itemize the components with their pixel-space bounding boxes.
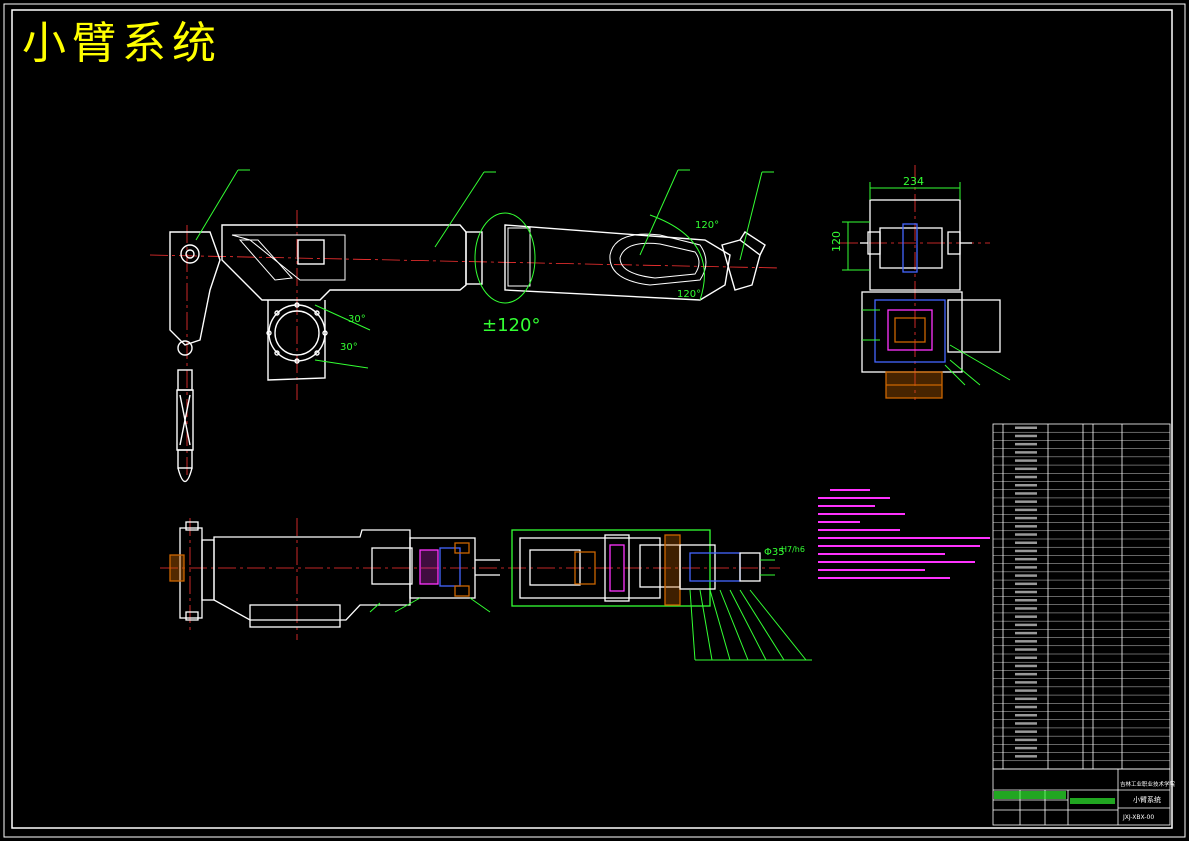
- dim-height-side: 120: [830, 231, 843, 252]
- parts-list-cell-mark: [1015, 541, 1037, 544]
- parts-list-cell-mark: [1015, 549, 1037, 553]
- end-view: [840, 165, 1011, 400]
- parts-list-cell-mark: [1015, 557, 1037, 561]
- parts-list-cell-mark: [1015, 434, 1037, 438]
- section-view: [160, 518, 812, 661]
- parts-list-cell-mark: [1015, 607, 1037, 610]
- dim-width-top: 234: [903, 175, 924, 188]
- parts-list-cell-mark: [1015, 599, 1037, 602]
- parts-list-cell-mark: [1015, 705, 1037, 709]
- parts-list-cell-mark: [1015, 451, 1037, 454]
- parts-list-cell-mark: [1015, 467, 1037, 471]
- parts-list-cell-mark: [1015, 533, 1037, 536]
- parts-list-cell-mark: [1015, 672, 1037, 676]
- parts-list-cell-mark: [1015, 442, 1037, 446]
- parts-list-cell-mark: [1015, 738, 1037, 742]
- title-block-drawing-name: 小臂系统: [1133, 795, 1161, 804]
- title-block-drawing-code: JXJ-XBX-00: [1122, 814, 1154, 821]
- parts-list-cell-mark: [1015, 730, 1037, 733]
- parts-list-rows: [993, 426, 1170, 761]
- parts-list-cell-mark: [1015, 714, 1037, 717]
- parts-list-cell-mark: [1015, 566, 1037, 569]
- parts-list-cell-mark: [1015, 681, 1037, 684]
- parts-list-cell-mark: [1015, 426, 1037, 429]
- parts-list-cell-mark: [1015, 648, 1037, 651]
- parts-list-cell-mark: [1015, 689, 1037, 692]
- dim-angle-30b: 30°: [340, 342, 358, 353]
- technical-notes: [818, 489, 990, 579]
- parts-list-cell-mark: [1015, 640, 1037, 643]
- parts-list-cell-mark: [1015, 755, 1037, 758]
- parts-list-cell-mark: [1015, 459, 1037, 462]
- parts-list-cell-mark: [1015, 508, 1037, 512]
- parts-list-cell-mark: [1015, 475, 1037, 479]
- parts-list-cell-mark: [1015, 656, 1037, 659]
- parts-list-cell-mark: [1015, 516, 1037, 520]
- dim-angle-lower: 120°: [677, 289, 701, 300]
- title-block: [992, 768, 1171, 826]
- parts-list-cell-mark: [1015, 582, 1037, 586]
- parts-list-cell-mark: [1015, 631, 1037, 635]
- title-block-fill: [994, 791, 1115, 804]
- dim-bore: Φ35: [764, 547, 785, 558]
- drawing-title: 小臂系统: [22, 18, 222, 69]
- parts-list-cell-mark: [1015, 484, 1037, 487]
- parts-list-cell-mark: [1015, 697, 1037, 701]
- parts-list-cell-mark: [1015, 746, 1037, 750]
- parts-list-cell-mark: [1015, 500, 1037, 503]
- parts-list-cell-mark: [1015, 615, 1037, 618]
- dim-angle-upper: 120°: [695, 220, 719, 231]
- parts-list-cell-mark: [1015, 574, 1037, 577]
- parts-list-cell-mark: [1015, 623, 1037, 627]
- parts-list-cell-mark: [1015, 525, 1037, 528]
- sheet-border-inner: [11, 9, 1173, 829]
- dim-fit: H7/h6: [781, 545, 805, 554]
- side-view: [149, 169, 781, 483]
- dim-rotation: ±120°: [482, 315, 540, 336]
- sheet-border-outer: [3, 3, 1186, 838]
- parts-list-cell-mark: [1015, 492, 1037, 495]
- parts-list-cell-mark: [1015, 590, 1037, 594]
- dim-angle-30a: 30°: [348, 314, 366, 325]
- parts-list-cell-mark: [1015, 664, 1037, 668]
- title-block-school: 吉林工业职业技术学院: [1120, 780, 1176, 788]
- parts-list-cell-mark: [1015, 722, 1037, 725]
